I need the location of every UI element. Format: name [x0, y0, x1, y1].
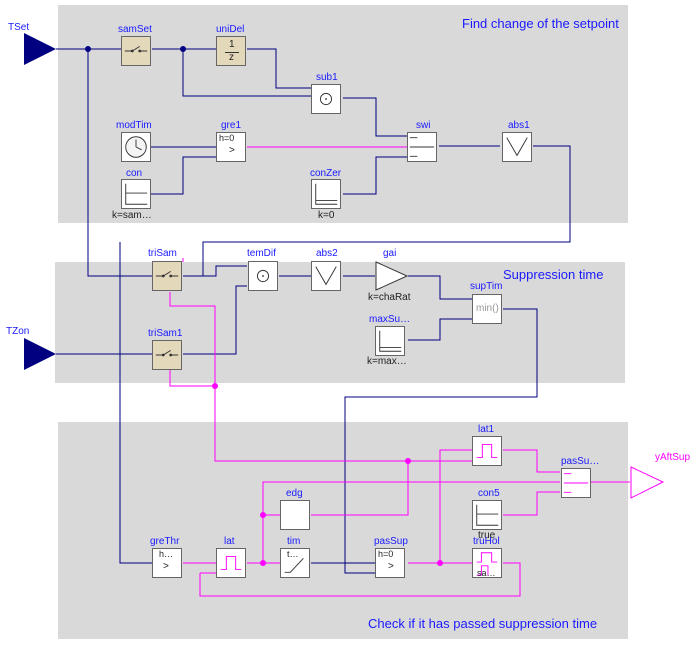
grethr-symbol: > [163, 561, 169, 572]
unidel-numerator: 1 [229, 39, 235, 50]
truhol-param: sa… [477, 568, 496, 578]
suptim-text: min() [476, 303, 499, 314]
lat1-block[interactable] [472, 436, 502, 466]
unidel-block[interactable]: 1 z [216, 36, 246, 66]
temdif-label: temDif [247, 248, 276, 259]
samset-block[interactable] [121, 36, 151, 66]
suppression-time-title: Suppression time [503, 267, 604, 282]
con-param: k=sam… [112, 210, 152, 221]
modtim-label: modTim [116, 120, 152, 131]
setpoint-change-title: Find change of the setpoint [462, 16, 619, 31]
gai-param: k=chaRat [368, 292, 411, 303]
passu-block[interactable] [561, 468, 591, 498]
latch-icon [476, 444, 498, 458]
switch-icon [409, 137, 435, 157]
passup-symbol: > [388, 561, 394, 572]
unidel-denominator: z [229, 52, 234, 63]
grethr-block[interactable]: h… > [152, 548, 182, 578]
setpoint-change-region [58, 5, 628, 223]
yaftsup-label: yAftSup [655, 452, 691, 463]
maxsu-param: k=max… [367, 356, 407, 367]
constant-icon [476, 504, 499, 526]
gai-label: gai [383, 248, 397, 259]
edg-label: edg [286, 488, 303, 499]
truhol-label: truHol [473, 536, 500, 547]
passup-label: pasSup [374, 536, 408, 547]
sampler-icon [124, 45, 148, 53]
swi-label: swi [416, 120, 431, 131]
maxsu-label: maxSu… [369, 314, 411, 325]
abs2-label: abs2 [316, 248, 338, 259]
constant-icon [379, 330, 402, 352]
con-block[interactable] [121, 179, 151, 209]
con5-block[interactable] [472, 500, 502, 530]
swi-block[interactable] [407, 132, 437, 162]
tzon-input-port[interactable] [24, 338, 56, 370]
gre1-param: h=0 [219, 133, 235, 143]
tim-block[interactable]: t… [280, 548, 310, 578]
modtim-block[interactable] [121, 132, 151, 162]
subtract-icon [256, 269, 270, 283]
truhol-block[interactable]: sa… [472, 548, 502, 578]
tset-input-port[interactable] [24, 33, 56, 65]
conzer-label: conZer [310, 168, 342, 179]
con-label: con [126, 168, 143, 179]
sub1-label: sub1 [316, 72, 338, 83]
sampler-icon [155, 270, 179, 278]
samset-label: samSet [118, 24, 152, 35]
passup-block[interactable]: h=0 > [375, 548, 405, 578]
unidel-label: uniDel [216, 24, 245, 35]
tim-param: t… [287, 549, 299, 559]
suptim-block[interactable]: min() [472, 294, 502, 324]
passu-label: pasSu… [561, 456, 600, 467]
yaftsup-output-port[interactable] [631, 467, 663, 498]
gre1-block[interactable]: h=0 > [216, 132, 246, 162]
passed-suppression-region [58, 422, 628, 639]
subtract-icon [319, 92, 333, 106]
trisam-label: triSam [148, 248, 177, 259]
abs1-block[interactable] [502, 132, 532, 162]
constant-icon [125, 183, 148, 205]
trisam1-label: triSam1 [148, 328, 183, 339]
temdif-block[interactable] [248, 261, 278, 291]
constant-icon [315, 183, 338, 205]
maxsu-block[interactable] [375, 326, 405, 356]
abs-icon [315, 266, 337, 286]
true-hold-icon [476, 552, 498, 576]
abs-icon [506, 137, 528, 157]
grethr-param: h… [159, 549, 174, 559]
clock-icon [125, 136, 147, 158]
gre1-label: gre1 [221, 120, 242, 131]
con5-label: con5 [478, 488, 500, 499]
edg-block[interactable] [280, 500, 310, 530]
passup-param: h=0 [378, 549, 394, 559]
tset-label: TSet [8, 22, 30, 33]
abs1-label: abs1 [508, 120, 530, 131]
switch-icon [563, 473, 589, 493]
timer-icon [284, 558, 304, 573]
latch-icon [220, 556, 242, 570]
gain-triangle-icon[interactable] [375, 261, 409, 291]
suptim-label: supTim [470, 281, 503, 292]
gre1-symbol: > [229, 145, 235, 156]
lat1-label: lat1 [478, 424, 495, 435]
tim-label: tim [287, 536, 301, 547]
trisam1-block[interactable] [152, 340, 182, 370]
unidel-fraction-line [225, 52, 239, 53]
conzer-block[interactable] [311, 179, 341, 209]
lat-block[interactable] [216, 548, 246, 578]
grethr-label: greThr [150, 536, 180, 547]
con5-param: true [478, 530, 496, 541]
conzer-param: k=0 [318, 210, 335, 221]
abs2-block[interactable] [311, 261, 341, 291]
lat-label: lat [224, 536, 235, 547]
sub1-block[interactable] [311, 84, 341, 114]
trisam-block[interactable] [152, 261, 182, 291]
sampler-icon [155, 349, 179, 357]
tzon-label: TZon [6, 326, 30, 337]
passed-suppression-title: Check if it has passed suppression time [368, 616, 598, 631]
